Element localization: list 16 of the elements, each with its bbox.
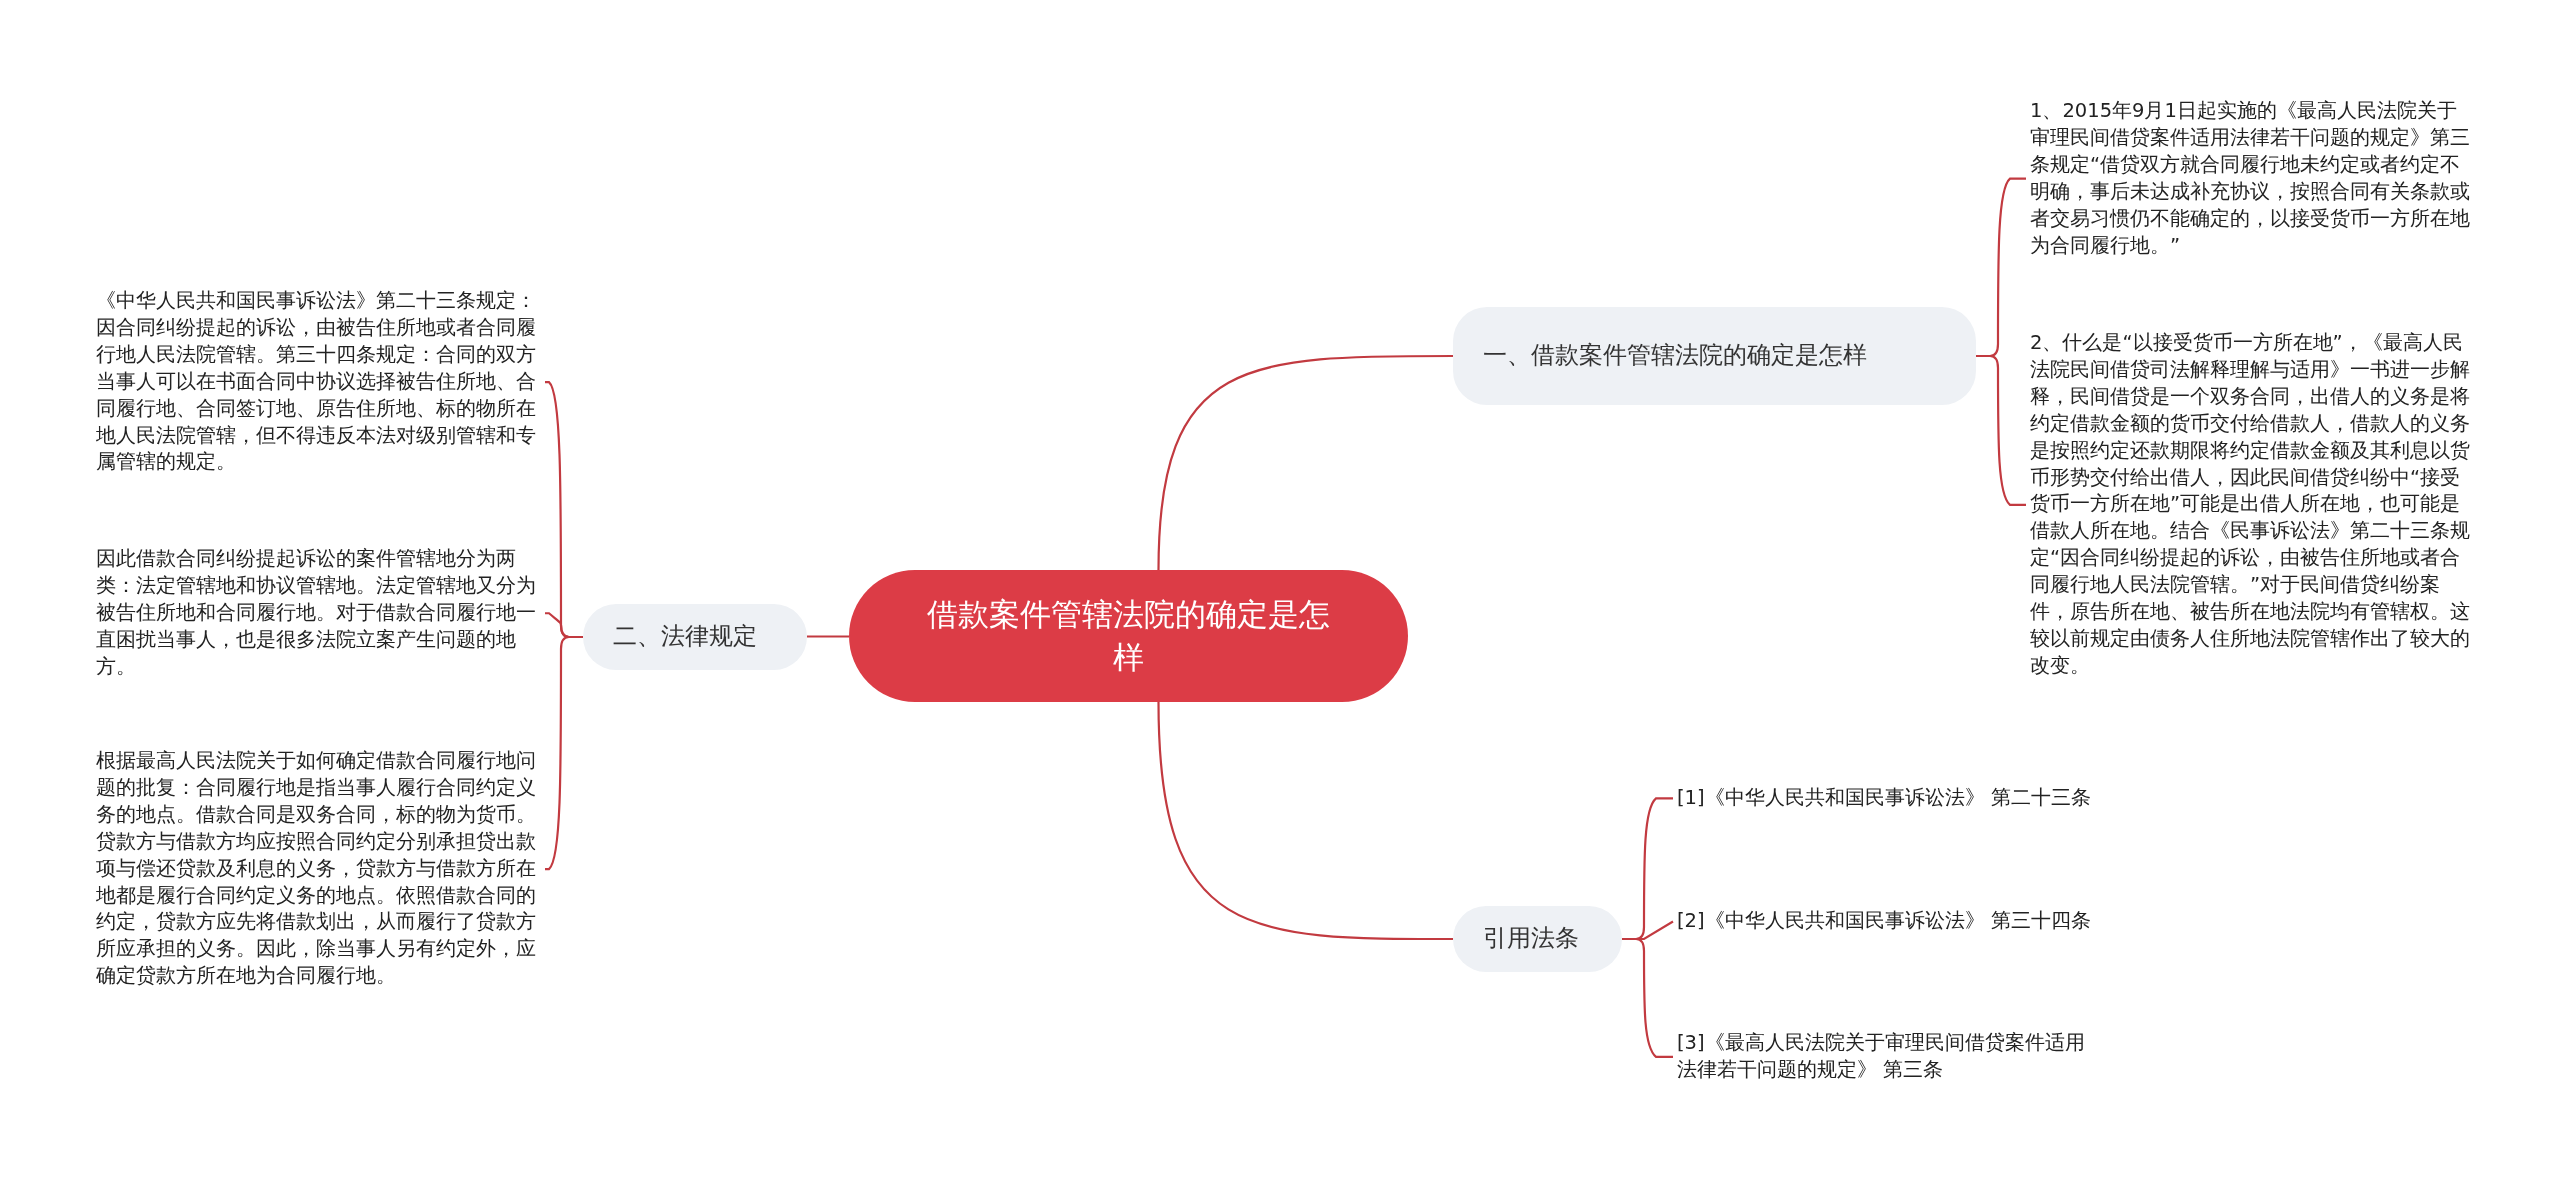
topic-box: 一、借款案件管辖法院的确定是怎样 <box>1453 307 1976 405</box>
connector-line <box>545 635 583 871</box>
note-text: 根据最高人民法院关于如何确定借款合同履行地问题的批复：合同履行地是指当事人履行合同约定义务的地点。借款合同是双务合同，标的物为货币。贷款方与借款方均应按照合同约定分别承担贷出款项与偿还贷款及利息的义务，贷款方与借款方所在地都是履行合同约定义务的地点。依照借款合同的约定，贷款方应先将借款划出，从而履行了贷款方所应承担的义务。因此，除当事人另有约定外，应确定贷款方所在地为合同履行地。 <box>96 748 541 991</box>
reference-text: [2]《中华人民共和国民事诉讼法》 第三十四条 <box>1677 908 2102 935</box>
topic-box: 引用法条 <box>1453 906 1622 972</box>
connector-line <box>807 635 849 638</box>
topic-box: 二、法律规定 <box>583 604 807 670</box>
note-text: 《中华人民共和国民事诉讼法》第二十三条规定：因合同纠纷提起的诉讼，由被告住所地或者合同履行地人民法院管辖。第三十四条规定：合同的双方当事人可以在书面合同中协议选择被告住所地、合同履行地、合同签订地、原告住所地、标的物所在地人民法院管辖，但不得违反本法对级别管辖和专属管辖的规定。 <box>96 288 541 477</box>
note-text: 2、什么是“以接受货币一方所在地”，《最高人民法院民间借贷司法解释理解与适用》一书进一步解释，民间借贷是一个双务合同，出借人的义务是将约定借款金额的货币交付给借款人，借款人的义务是按照约定还款期限将约定借款金额及其利息以货币形势交付给出借人，因此民间借贷纠纷中“接受货币一方所在地”可能是出借人所在地，也可能是借款人所在地。结合《民事诉讼法》第二十三条规定“因合同纠纷提起的诉讼，由被告住所地或者合同履行地人民法院管辖。”对于民间借贷纠纷案件，原告所在地、被告所在地法院均有管辖权。这较以前规定由债务人住所地法院管辖作出了较大的改变。 <box>2030 330 2470 680</box>
central-topic: 借款案件管辖法院的确定是怎样 <box>849 570 1408 702</box>
note-text: 1、2015年9月1日起实施的《最高人民法院关于审理民间借贷案件适用法律若干问题的规定》第三条规定“借贷双方就合同履行地未约定或者约定不明确，事后未达成补充协议，按照合同有关条款或者交易习惯仍不能确定的，以接受货币一方所在地为合同履行地。” <box>2030 98 2470 260</box>
connector-line <box>1157 701 1453 941</box>
note-text: 因此借款合同纠纷提起诉讼的案件管辖地分为两类：法定管辖地和协议管辖地。法定管辖地又分为被告住所地和合同履行地。对于借款合同履行地一直困扰当事人，也是很多法院立案产生问题的地方。 <box>96 546 541 681</box>
connector-line <box>1157 354 1453 571</box>
reference-text: [1]《中华人民共和国民事诉讼法》 第二十三条 <box>1677 785 2102 812</box>
reference-text: [3]《最高人民法院关于审理民间借贷案件适用法律若干问题的规定》 第三条 <box>1677 1030 2102 1084</box>
